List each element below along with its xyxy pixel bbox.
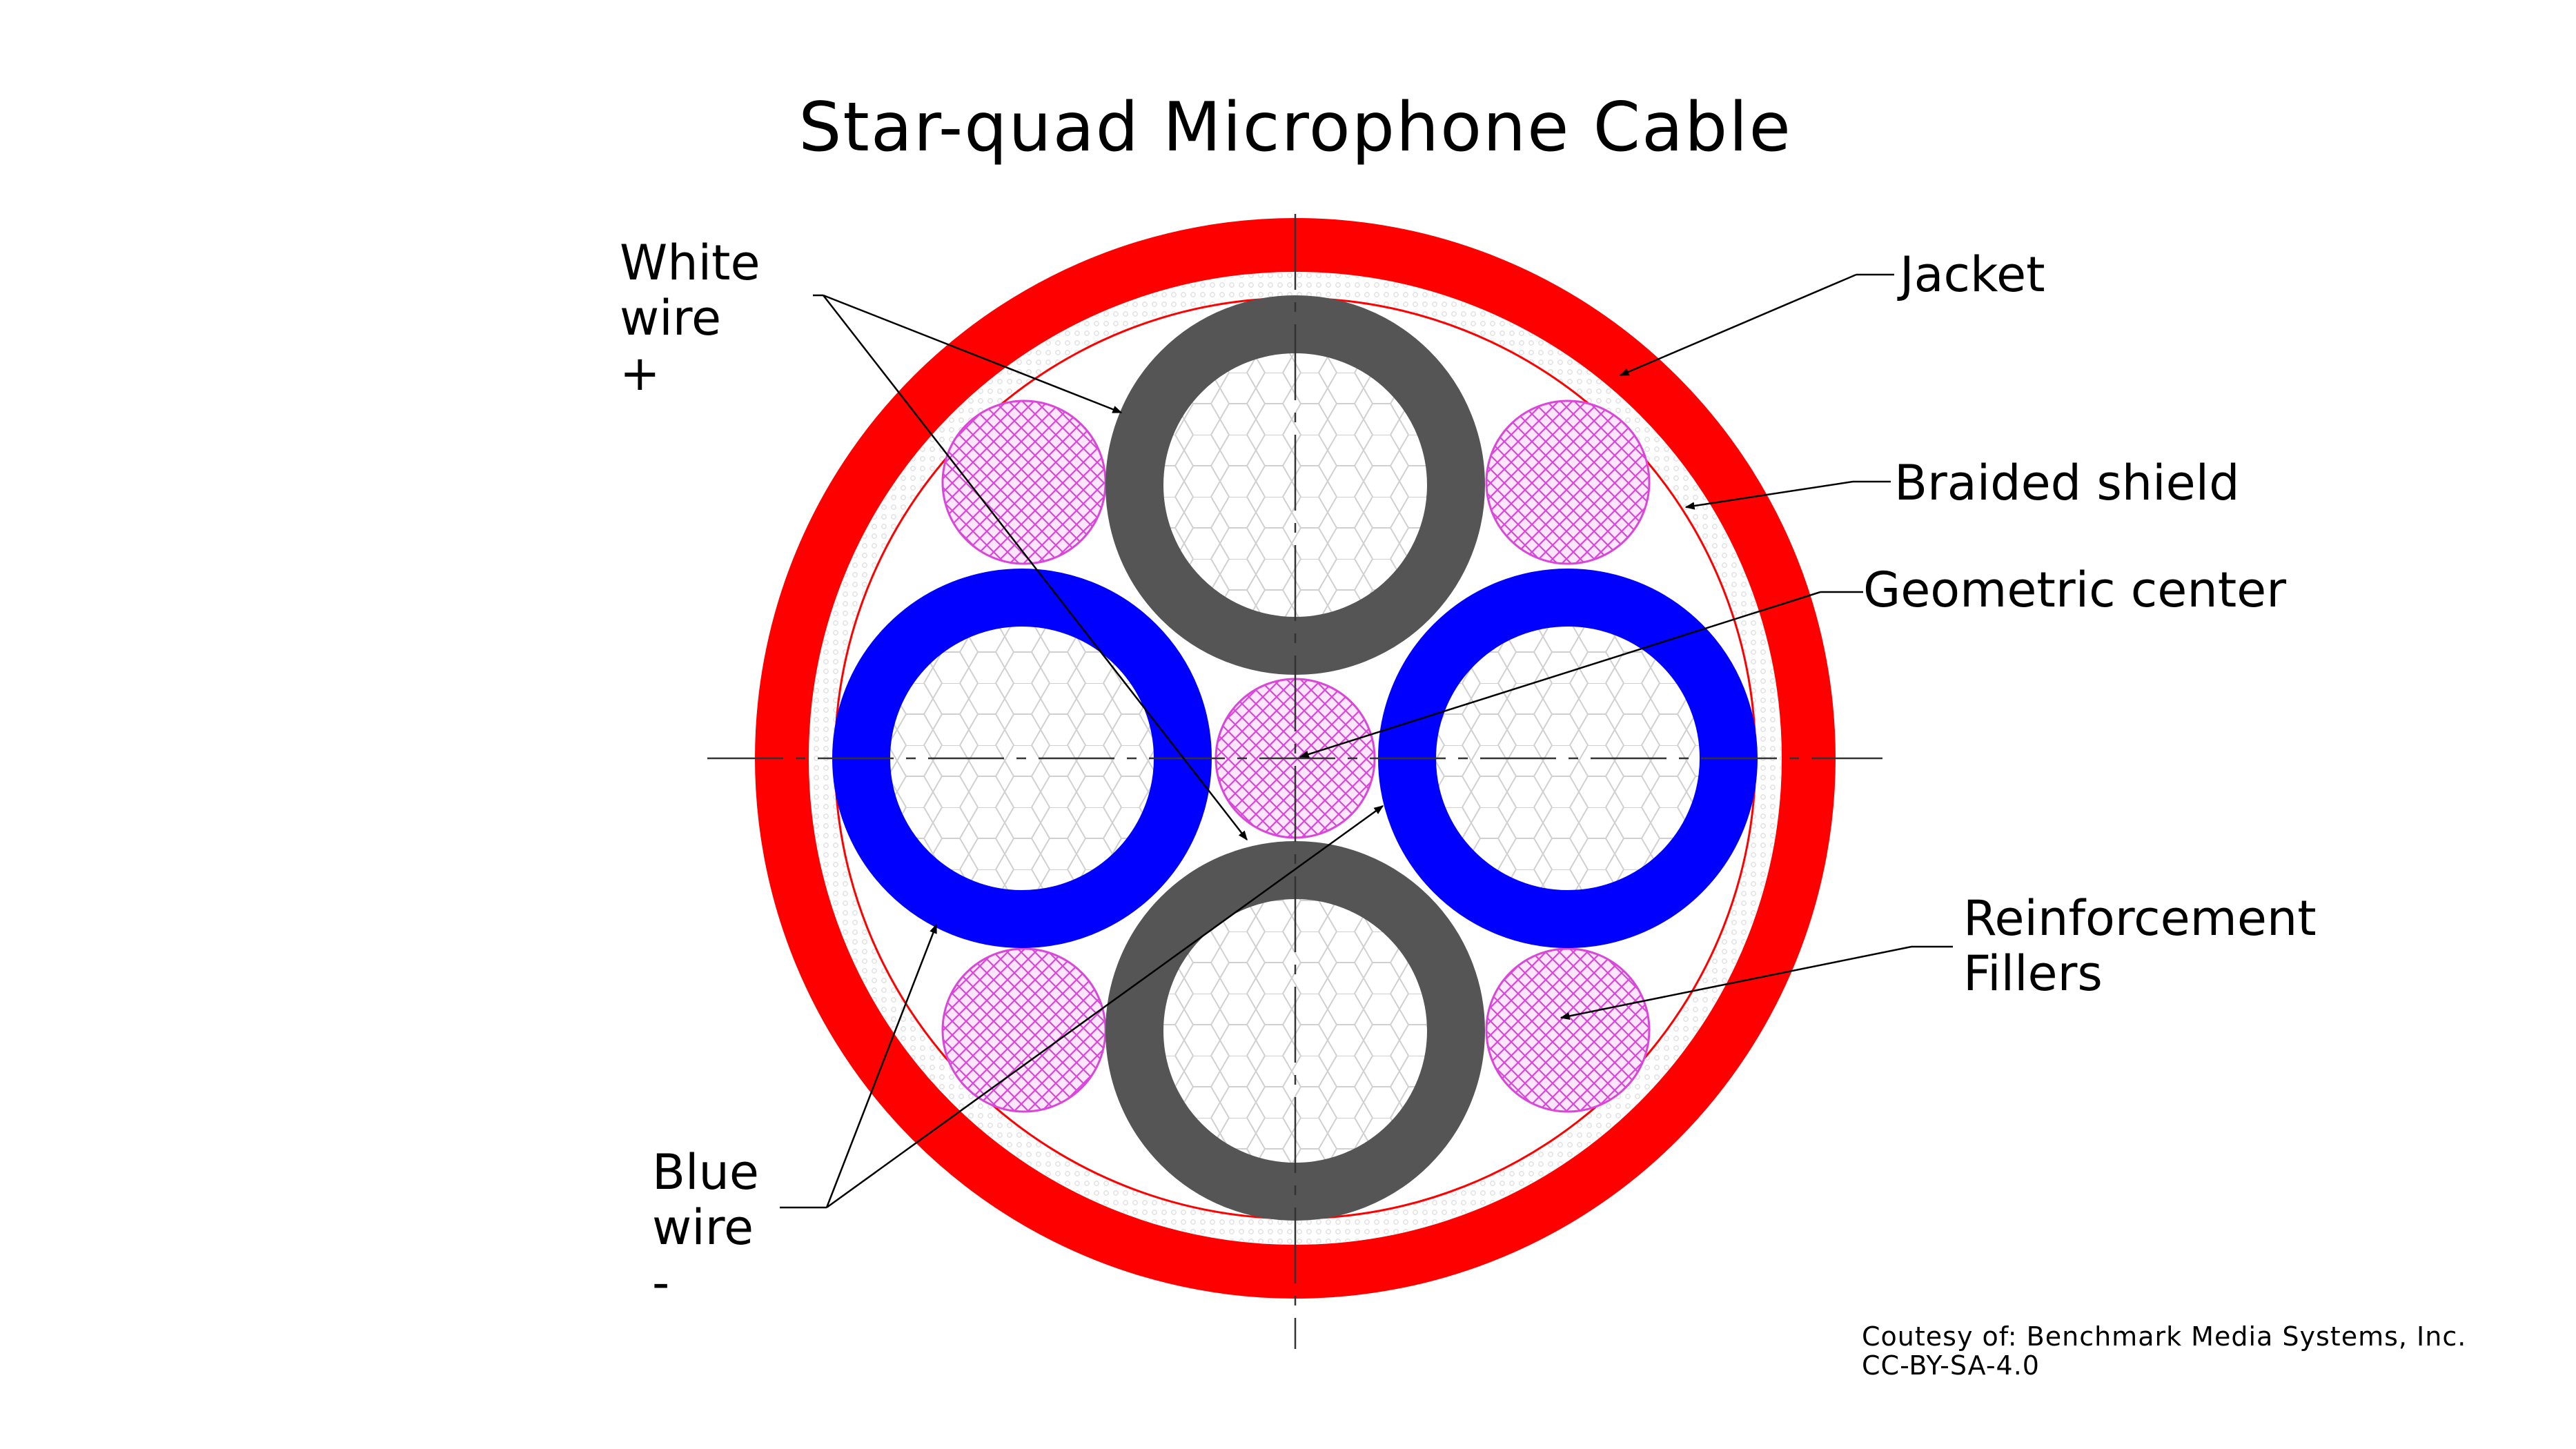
reinforcement-filler <box>941 400 1107 565</box>
blue-wire-leaders <box>780 805 1384 1209</box>
reinforcement-fillers-label-line2: Fillers <box>1963 945 2103 1002</box>
jacket-label: Jacket <box>1897 246 2045 303</box>
reinforcement-filler <box>1485 947 1651 1113</box>
white-wire-leaders <box>813 294 1248 841</box>
geometric-center-label: Geometric center <box>1863 562 2286 618</box>
jacket-leader-arrow <box>1619 273 1857 377</box>
white-wire-label-line1: White <box>620 235 760 291</box>
blue-wire-polarity: - <box>652 1254 669 1311</box>
diagram-title: Star-quad Microphone Cable <box>798 88 1792 167</box>
reinforcement-fillers-label-line1: Reinforcement <box>1963 890 2317 947</box>
blue-wire-label-line2: wire <box>652 1199 754 1256</box>
geometric-center-leader-arrow <box>1299 591 1821 758</box>
reinforcement-filler <box>1485 400 1651 565</box>
white-wire-polarity: + <box>620 345 660 402</box>
braided-shield-label: Braided shield <box>1894 455 2240 511</box>
credit-line1: Coutesy of: Benchmark Media Systems, Inc… <box>1862 1321 2466 1352</box>
white-wire-label-line2: wire <box>620 290 721 346</box>
credit-line2: CC-BY-SA-4.0 <box>1862 1350 2040 1381</box>
fillers-leader-arrow <box>1560 945 1912 1020</box>
blue-wire-label-line1: Blue <box>652 1144 759 1201</box>
reinforcement-filler <box>941 947 1107 1113</box>
braided-shield-leader-arrow <box>1684 480 1854 510</box>
